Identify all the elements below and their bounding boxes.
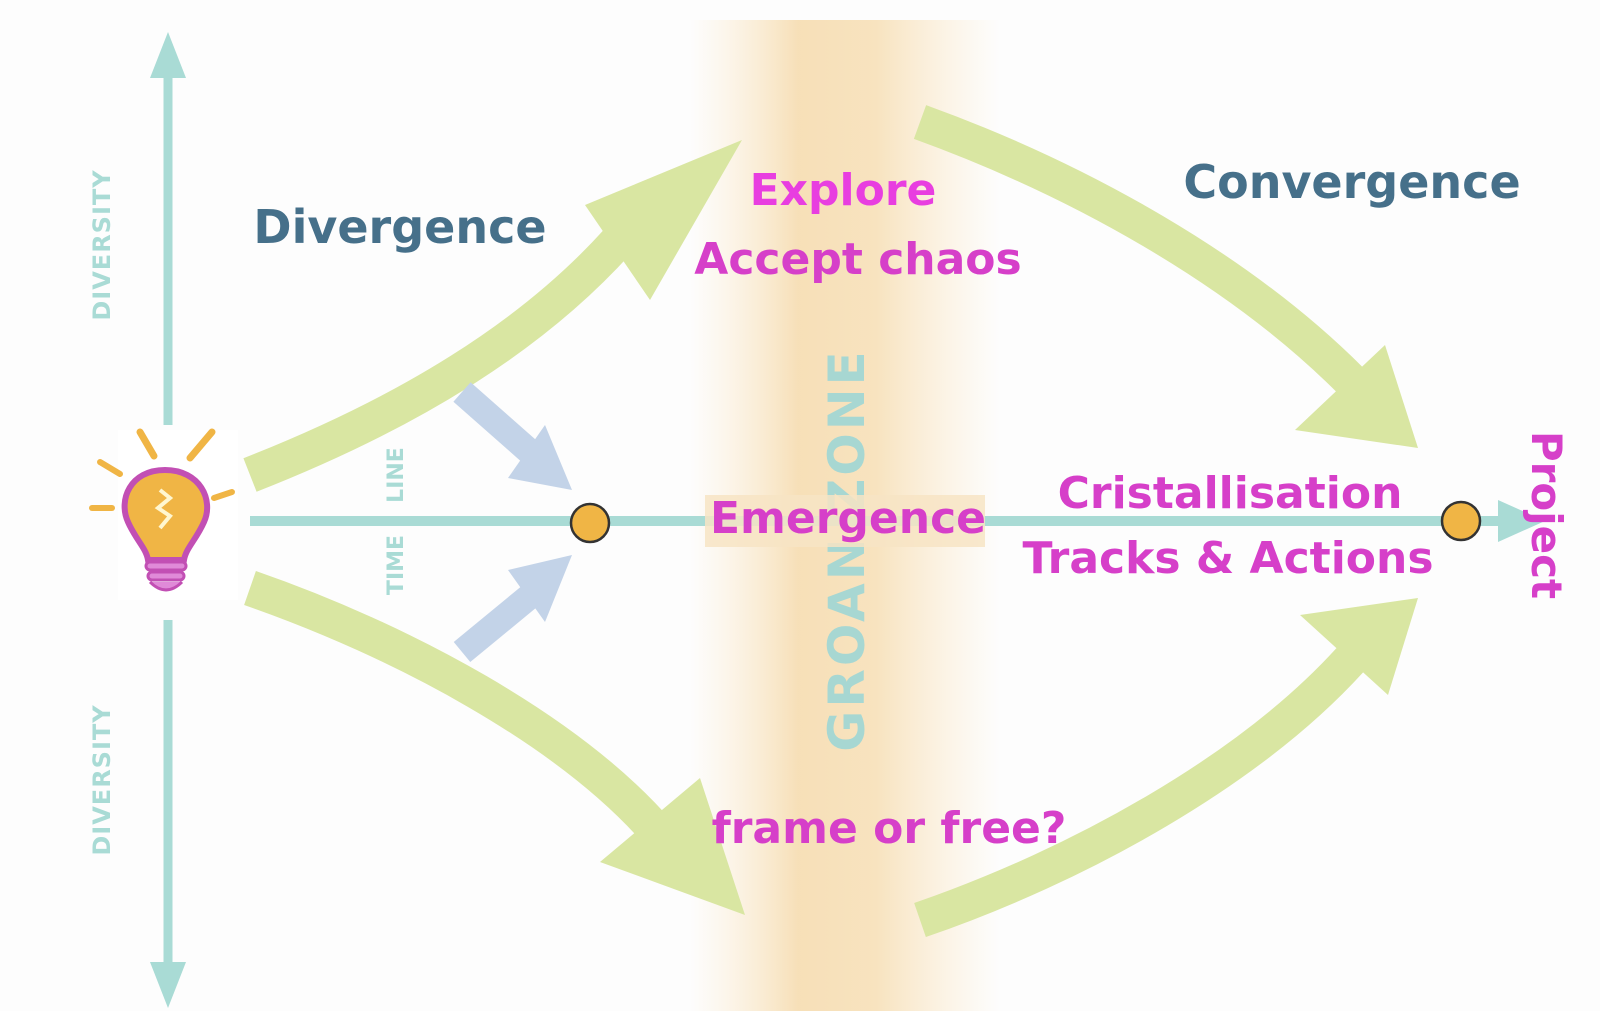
divergence-lower-arrowhead [600,778,745,915]
lightbulb-icon [89,428,238,600]
emergence-upper-arrowhead [508,425,572,490]
divergence-upper-arrow [243,203,655,492]
convergence-upper-arrow [913,105,1363,393]
convergence-lower-arrowhead [1300,598,1418,695]
frame-or-free-label: frame or free? [712,803,1067,854]
tracks-actions-label: Tracks & Actions [1022,533,1433,584]
diversity-top-label: DIVERSITY [88,169,116,320]
time-label: TIME [384,535,409,595]
time-line-arrowhead [1498,500,1545,542]
cristallisation-label: Cristallisation [1058,468,1403,519]
convergence-upper-arrowhead [1295,345,1418,448]
emergence-node [569,502,611,544]
emergence-label: Emergence [710,493,986,544]
emergence-lower-arrowhead [508,555,572,622]
diversity-bottom-label: DIVERSITY [88,704,116,855]
project-label: Project [1522,431,1571,599]
divergence-upper-arrowhead [585,140,742,300]
accept-chaos-label: Accept chaos [694,234,1021,285]
divergence-lower-arrow [244,570,674,847]
explore-label: Explore [750,165,937,216]
convergence-lower-arrow [914,647,1364,938]
flow-arrows [243,105,1418,938]
diversity-down-arrowhead [150,962,186,1008]
project-node [1440,500,1482,542]
groan-zone-label: GROAN ZONE [818,348,876,751]
divergence-label: Divergence [253,200,546,254]
line-label: LINE [384,447,409,503]
convergence-label: Convergence [1183,155,1520,209]
diversity-up-arrowhead [150,32,186,78]
emergence-arrows [453,382,572,663]
diversity-axis [150,32,186,1008]
